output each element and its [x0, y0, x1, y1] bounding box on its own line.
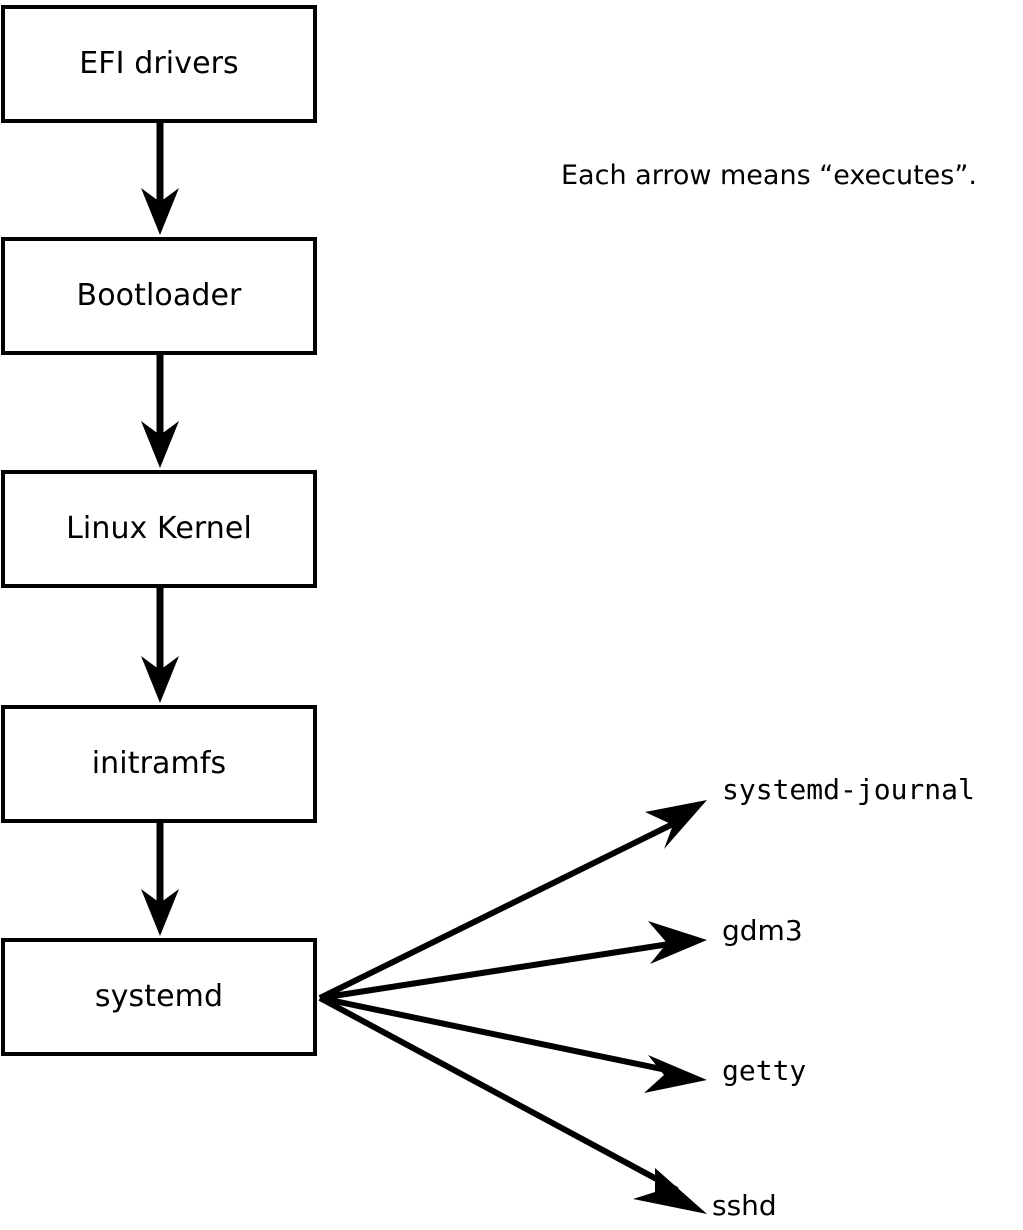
service-label-systemd-journal: systemd-journal [722, 773, 975, 806]
node-label-efi-drivers: EFI drivers [79, 46, 239, 81]
arrow-systemd-to-sshd [318, 995, 707, 1214]
legend-note: Each arrow means “executes”. [561, 160, 977, 191]
node-label-bootloader: Bootloader [76, 278, 242, 313]
arrow-systemd-to-getty [319, 995, 707, 1093]
arrow-efi-to-bootloader [141, 123, 179, 235]
node-label-initramfs: initramfs [91, 746, 227, 781]
node-linux-kernel[interactable]: Linux Kernel [1, 470, 317, 588]
node-bootloader[interactable]: Bootloader [1, 237, 317, 355]
arrow-initramfs-to-systemd [141, 822, 179, 936]
service-label-gdm3: gdm3 [722, 914, 803, 947]
node-efi-drivers[interactable]: EFI drivers [1, 5, 317, 123]
node-systemd[interactable]: systemd [1, 938, 317, 1056]
service-label-sshd: sshd [712, 1189, 777, 1222]
node-initramfs[interactable]: initramfs [1, 705, 317, 823]
node-label-linux-kernel: Linux Kernel [66, 511, 252, 546]
arrow-systemd-to-gdm3 [319, 921, 707, 1001]
arrow-systemd-to-systemd-journal [318, 800, 707, 1001]
arrow-bootloader-to-kernel [141, 355, 179, 468]
arrow-kernel-to-initramfs [141, 588, 179, 703]
service-label-getty: getty [722, 1054, 807, 1087]
node-label-systemd: systemd [94, 979, 224, 1014]
